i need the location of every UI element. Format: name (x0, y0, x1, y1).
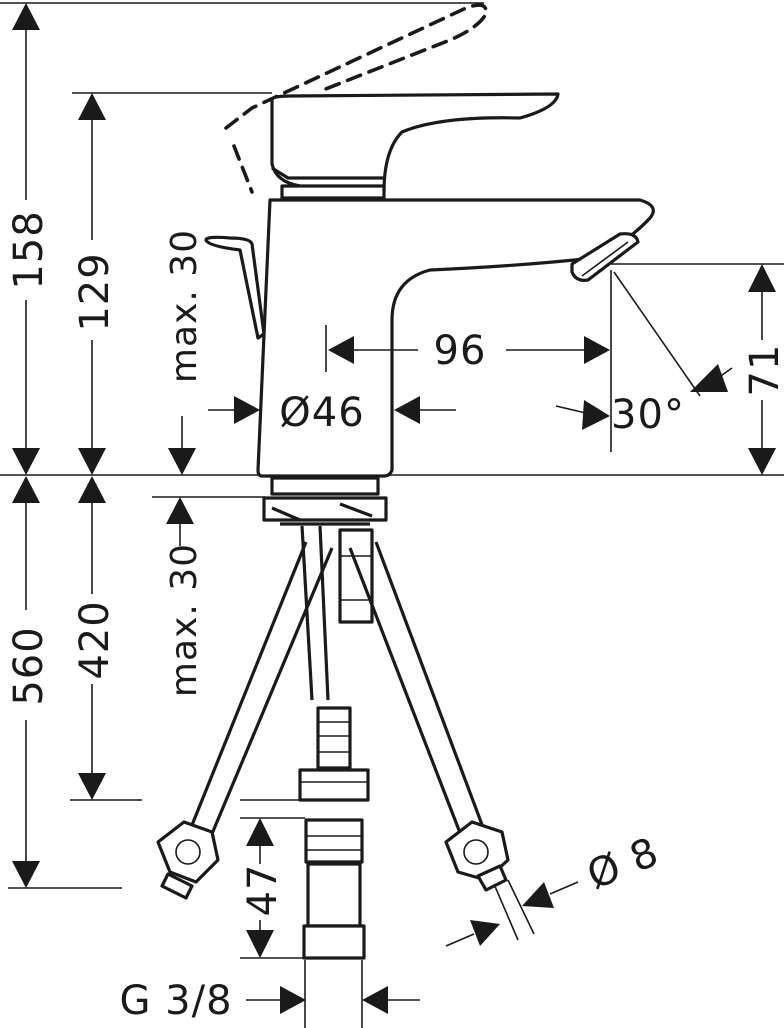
left-hose-nut (156, 820, 220, 884)
spout-body (256, 198, 655, 478)
label-connector-length: 47 (240, 864, 286, 917)
label-outlet-height: 71 (742, 344, 784, 397)
dimension-labels: 158 129 max. 30 Ø46 96 30° 71 560 420 ma… (6, 210, 784, 1024)
pop-up-rod (204, 235, 266, 340)
right-hose-nut (444, 820, 510, 882)
label-spout-reach: 96 (434, 328, 487, 374)
label-thread: G 3/8 (119, 978, 232, 1024)
dimension-lines (12, 3, 776, 1014)
label-hose-diameter: Ø 8 (581, 829, 666, 899)
label-lever-travel: max. 30 (164, 229, 205, 383)
label-hose-total: 560 (6, 626, 52, 705)
aerator (570, 232, 640, 282)
label-total-height: 158 (6, 210, 52, 289)
label-spout-height: 129 (72, 252, 118, 331)
label-hose-length: 420 (72, 600, 118, 679)
mounting-set (156, 476, 535, 960)
lever-raised-outline (224, 3, 488, 130)
label-spray-angle: 30° (611, 392, 685, 438)
label-body-diameter: Ø46 (279, 390, 364, 436)
faucet (204, 3, 655, 478)
label-deck-thickness: max. 30 (164, 543, 205, 697)
